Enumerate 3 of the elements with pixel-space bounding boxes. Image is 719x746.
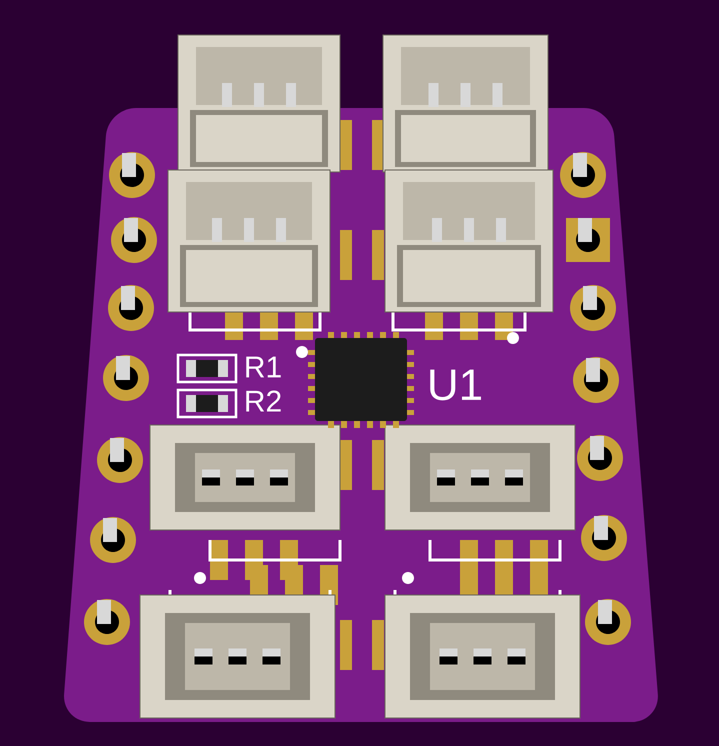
silkscreen-label: R2 [246,390,281,412]
silkscreen-label: U1 [430,370,481,400]
silkscreen-label: R1 [246,356,281,378]
